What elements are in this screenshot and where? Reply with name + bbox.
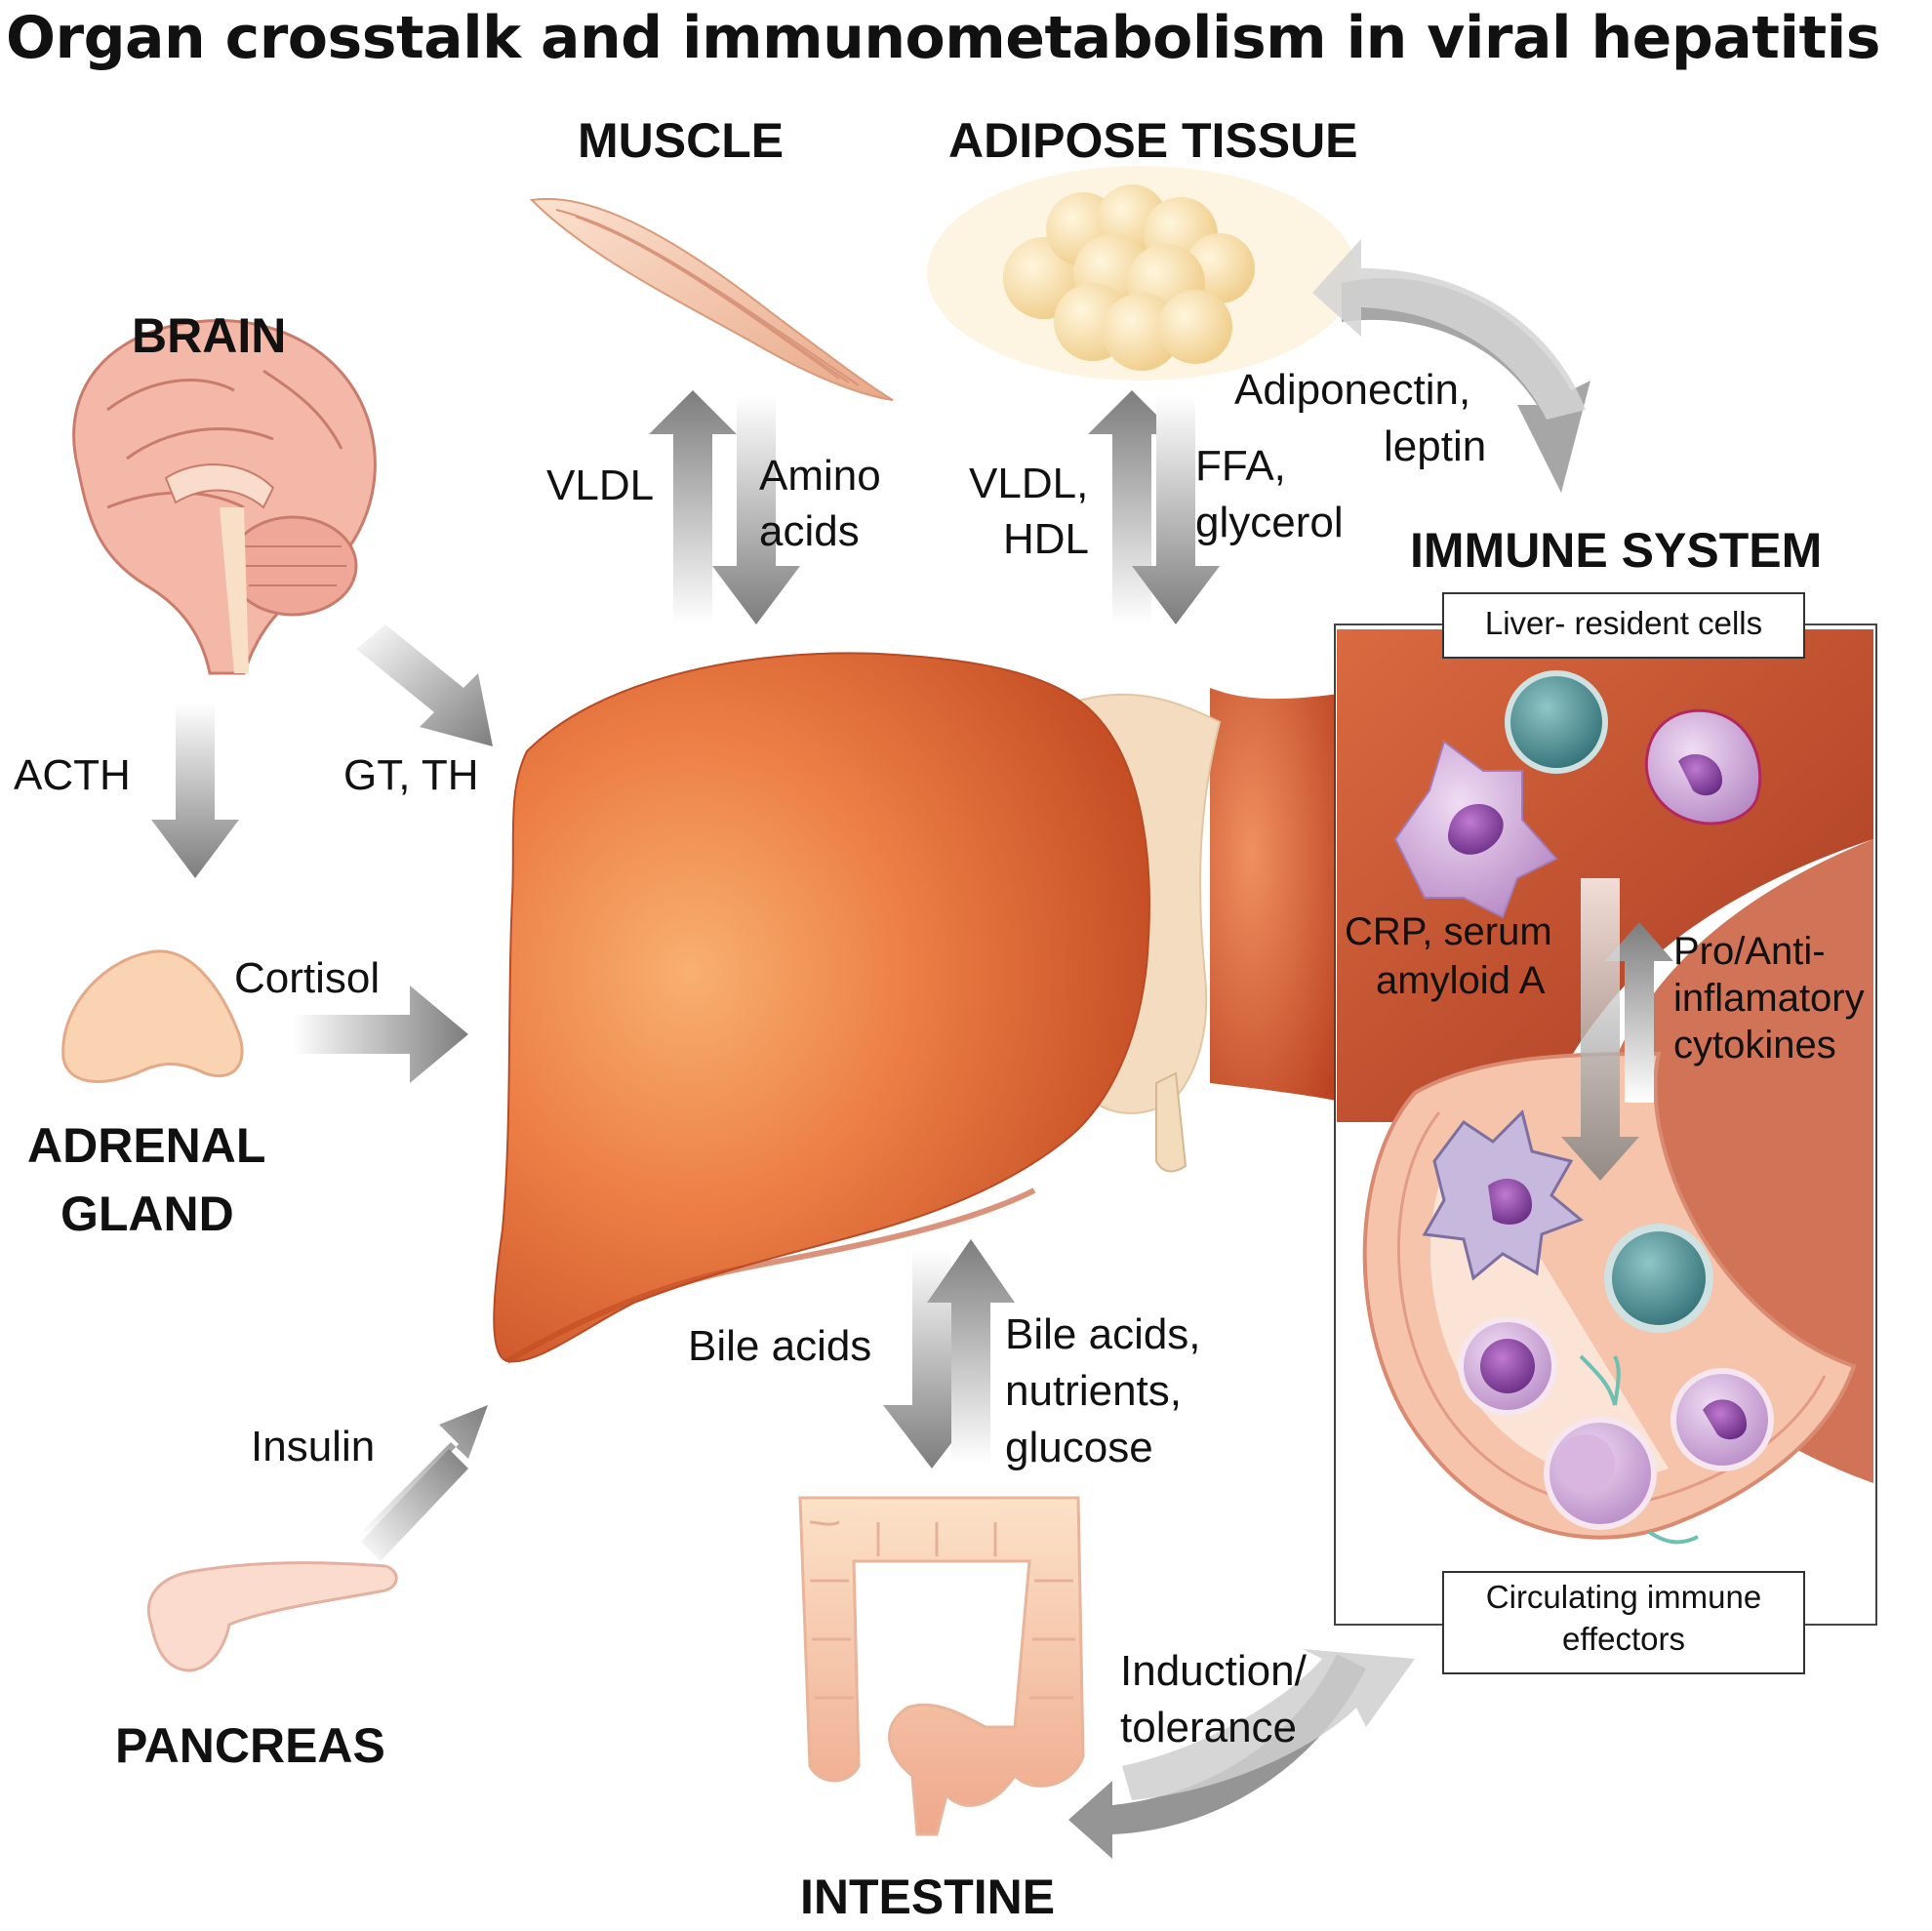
muscle-illustration	[529, 197, 894, 401]
signal-acth: ACTH	[14, 751, 131, 799]
label-circulating-line2: effectors	[1562, 1620, 1685, 1657]
signal-crp: CRP, serum	[1345, 910, 1552, 953]
signal-cytokines: cytokines	[1673, 1024, 1836, 1066]
signal-serum-amyloid: amyloid A	[1376, 959, 1546, 1002]
signal-cortisol: Cortisol	[234, 954, 381, 1002]
adipose-illustration	[927, 166, 1356, 381]
signal-hdl: HDL	[1003, 515, 1090, 563]
signal-nutrients: nutrients,	[1005, 1367, 1182, 1415]
signal-tolerance: tolerance	[1120, 1704, 1298, 1751]
signal-vldl-muscle: VLDL	[546, 462, 655, 509]
signal-vldl-adipose: VLDL,	[969, 460, 1089, 507]
adrenal-illustration	[61, 949, 244, 1083]
label-liver-resident-cells: Liver- resident cells	[1442, 592, 1805, 659]
immune-cells	[1393, 670, 1774, 1545]
signal-gt-th: GT, TH	[343, 751, 479, 799]
label-adipose-tissue: ADIPOSE TISSUE	[948, 113, 1358, 168]
signal-acids: acids	[759, 507, 860, 555]
label-intestine: INTESTINE	[800, 1870, 1056, 1924]
signal-glucose: glucose	[1005, 1424, 1153, 1471]
label-circulating-effectors: Circulating immune effectors	[1442, 1571, 1805, 1674]
arrows	[151, 239, 1673, 1859]
label-gland: GLAND	[60, 1187, 234, 1241]
label-muscle: MUSCLE	[578, 113, 785, 168]
intestine-illustration	[798, 1496, 1085, 1836]
signal-bile-acids-in: Bile acids,	[1005, 1310, 1201, 1358]
liver-illustration	[493, 652, 1347, 1364]
brain-illustration	[72, 319, 377, 675]
label-circulating-line1: Circulating immune	[1485, 1579, 1762, 1615]
label-immune-system: IMMUNE SYSTEM	[1410, 523, 1823, 578]
label-brain: BRAIN	[132, 308, 287, 363]
signal-glycerol: glycerol	[1195, 499, 1344, 546]
pancreas-illustration	[146, 1561, 398, 1672]
signal-pro-anti: Pro/Anti-	[1673, 930, 1826, 973]
label-adrenal: ADRENAL	[27, 1118, 266, 1173]
signal-insulin: Insulin	[251, 1423, 376, 1470]
signal-bile-acids-out: Bile acids	[688, 1322, 872, 1370]
signal-amino: Amino	[759, 452, 881, 500]
figure-title: Organ crosstalk and immunometabolism in …	[6, 4, 1881, 72]
signal-leptin: leptin	[1384, 422, 1487, 470]
signal-inflamatory: inflamatory	[1673, 977, 1865, 1020]
signal-adiponectin: Adiponectin,	[1234, 366, 1471, 414]
label-pancreas: PANCREAS	[115, 1718, 385, 1773]
signal-ffa: FFA,	[1195, 442, 1286, 490]
signal-induction: Induction/	[1120, 1647, 1307, 1695]
